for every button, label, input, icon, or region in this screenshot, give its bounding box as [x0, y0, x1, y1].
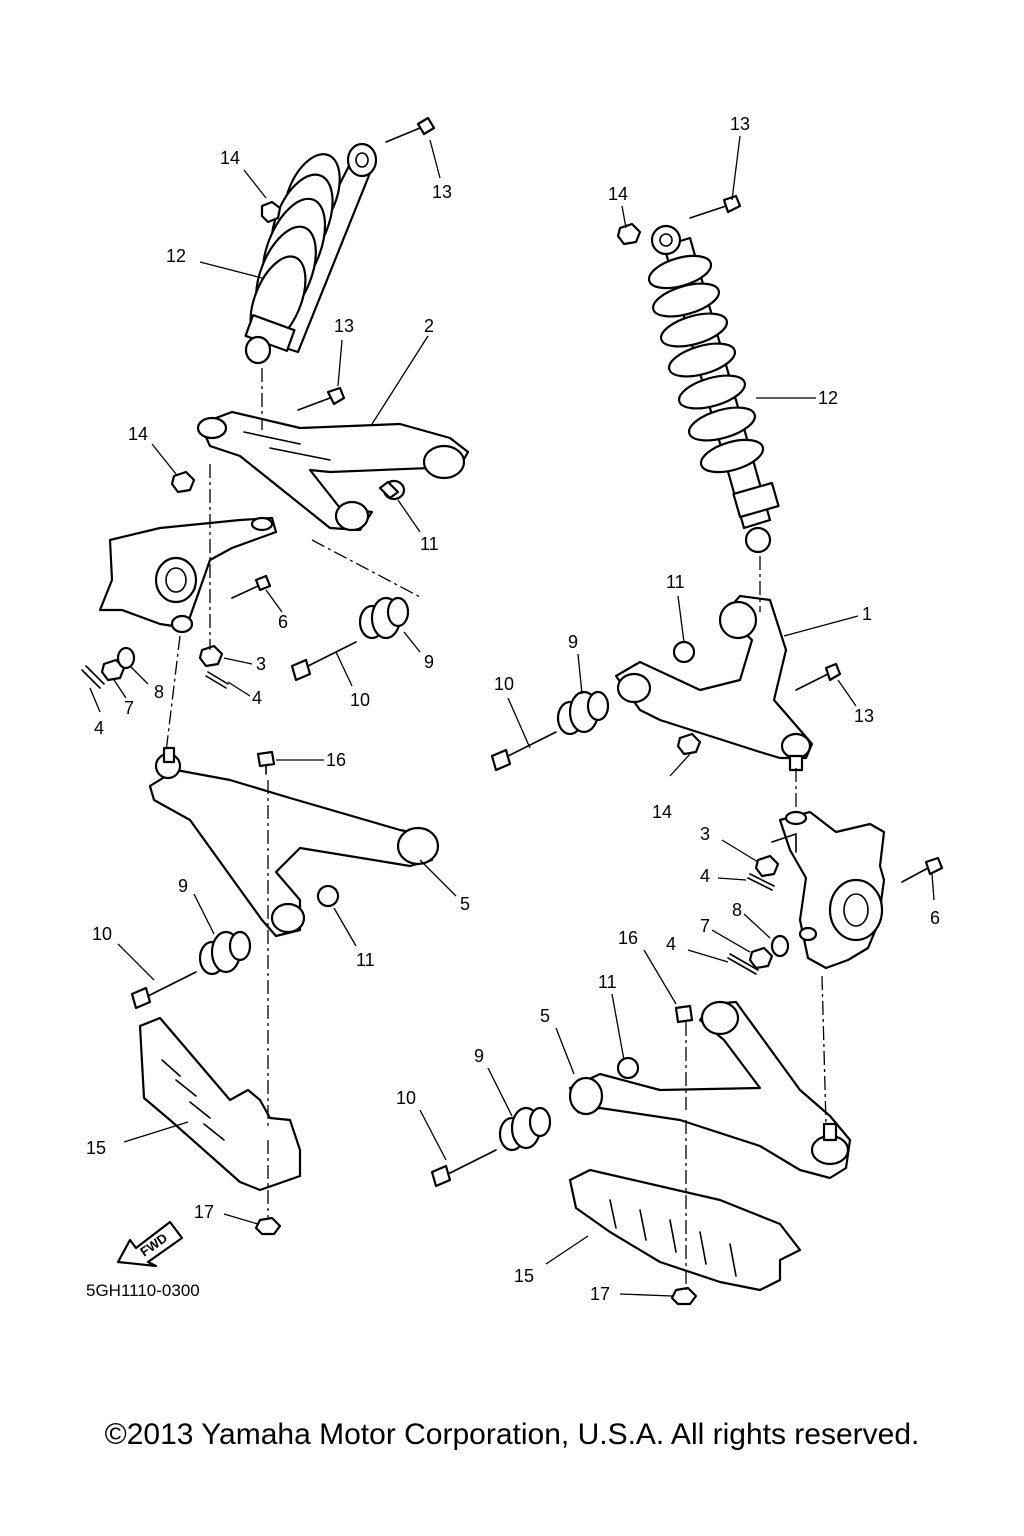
bolt-10-left-upper [290, 641, 357, 682]
bolt-10-left-lower [130, 971, 197, 1010]
callout-4-d: 4 [666, 934, 676, 954]
diagram-code: 5GH1110-0300 [86, 1281, 200, 1300]
callout-12-a: 12 [166, 246, 186, 266]
callout-16-b: 16 [618, 928, 638, 948]
callout-14-b: 14 [128, 424, 148, 444]
callout-labels: 14 13 12 13 2 14 11 6 3 9 4 7 8 4 10 16 … [86, 114, 940, 1304]
upper-arm-right [614, 594, 814, 772]
bracket-right [771, 832, 797, 853]
lower-arm-right [568, 1000, 852, 1180]
cotter-pin-4-right-b [727, 953, 759, 975]
callout-9-c: 9 [568, 632, 578, 652]
bolt-16-right [674, 1004, 694, 1024]
callout-9-d: 9 [474, 1046, 484, 1066]
callout-10-a: 10 [350, 690, 370, 710]
callout-10-c: 10 [494, 674, 514, 694]
washer-8-left [116, 646, 136, 670]
callout-15-a: 15 [86, 1138, 106, 1158]
knuckle-right [778, 810, 886, 970]
nut-14-left-arm [170, 470, 196, 494]
callout-13-b: 13 [334, 316, 354, 336]
callout-13-a: 13 [432, 182, 452, 202]
nut-14-right-arm [676, 732, 702, 756]
callout-17-a: 17 [194, 1202, 214, 1222]
callout-4-b: 4 [94, 718, 104, 738]
knuckle-left [98, 516, 278, 634]
callout-9-a: 9 [424, 652, 434, 672]
shock-absorber-left [244, 142, 378, 365]
callout-14-a: 14 [220, 148, 240, 168]
cotter-pin-4-left-a [81, 665, 105, 689]
copyright-notice: ©2013 Yamaha Motor Corporation, U.S.A. A… [104, 1418, 920, 1451]
washer-8-right [770, 934, 790, 958]
nut-7-right [748, 946, 774, 970]
callout-8-a: 8 [154, 682, 164, 702]
shock-absorber-right [647, 224, 780, 554]
bolt-10-right-upper [490, 731, 557, 772]
bolt-16-left [256, 750, 276, 775]
collar-11-right-upper [672, 640, 696, 664]
callout-6-a: 6 [278, 612, 288, 632]
bolt-13-right-top [689, 194, 742, 219]
nut-14-left-top [260, 200, 282, 224]
bolt-13-left-top [385, 116, 436, 143]
callout-3-b: 3 [700, 824, 710, 844]
callout-2: 2 [424, 316, 434, 336]
callout-3-a: 3 [256, 654, 266, 674]
bolt-6-right [901, 856, 944, 883]
callout-10-d: 10 [396, 1088, 416, 1108]
callout-10-b: 10 [92, 924, 112, 944]
callout-1: 1 [862, 604, 872, 624]
nut-7-left [100, 658, 126, 682]
callout-17-b: 17 [590, 1284, 610, 1304]
callout-5-b: 5 [540, 1006, 550, 1026]
nut-17-left [254, 1216, 282, 1236]
callout-7-b: 7 [700, 916, 710, 936]
callout-14-c: 14 [608, 184, 628, 204]
callout-5-a: 5 [460, 894, 470, 914]
centre-lines-right [685, 556, 827, 1290]
collar-11-left-lower [316, 884, 340, 908]
callout-7-a: 7 [124, 698, 134, 718]
callout-13-c: 13 [730, 114, 750, 134]
callout-14-d: 14 [652, 802, 672, 822]
callout-4-a: 4 [252, 688, 262, 708]
collar-11-left-upper [378, 479, 406, 501]
bushing-9-left-lower [198, 930, 252, 976]
nut-3-right [754, 854, 780, 878]
centre-lines-left [165, 368, 423, 1218]
bushing-9-right-lower [498, 1106, 552, 1152]
callout-11-d: 11 [598, 972, 617, 992]
upper-arm-left [196, 410, 470, 532]
callout-6-b: 6 [930, 908, 940, 928]
forward-arrow: FWD [116, 1220, 184, 1268]
bushing-9-right-upper [556, 690, 610, 736]
cotter-pin-4-right-a [747, 873, 775, 891]
nut-14-right-top [616, 222, 642, 246]
callout-11-b: 11 [356, 950, 375, 970]
callout-9-b: 9 [178, 876, 188, 896]
bolt-13-right-arm [795, 662, 842, 691]
nut-17-right [670, 1286, 698, 1306]
bolt-10-right-lower [430, 1149, 497, 1188]
callout-16-a: 16 [326, 750, 346, 770]
callout-11-c: 11 [666, 572, 685, 592]
guard-15-right [568, 1168, 802, 1292]
collar-11-right-lower [616, 1056, 640, 1080]
bolt-13-left-arm [297, 386, 346, 411]
cotter-pin-4-left-b [205, 671, 229, 689]
guard-15-left [138, 1016, 302, 1192]
callout-4-c: 4 [700, 866, 710, 886]
callout-8-b: 8 [732, 900, 742, 920]
callout-15-b: 15 [514, 1266, 534, 1286]
nut-3-left [198, 644, 224, 668]
leader-lines [89, 135, 935, 1297]
callout-12-b: 12 [818, 388, 838, 408]
lower-arm-left [148, 746, 440, 938]
callout-13-d: 13 [854, 706, 874, 726]
bolt-6-left [231, 574, 272, 599]
callout-11-a: 11 [420, 534, 439, 554]
bushing-9-left-upper [358, 596, 410, 640]
